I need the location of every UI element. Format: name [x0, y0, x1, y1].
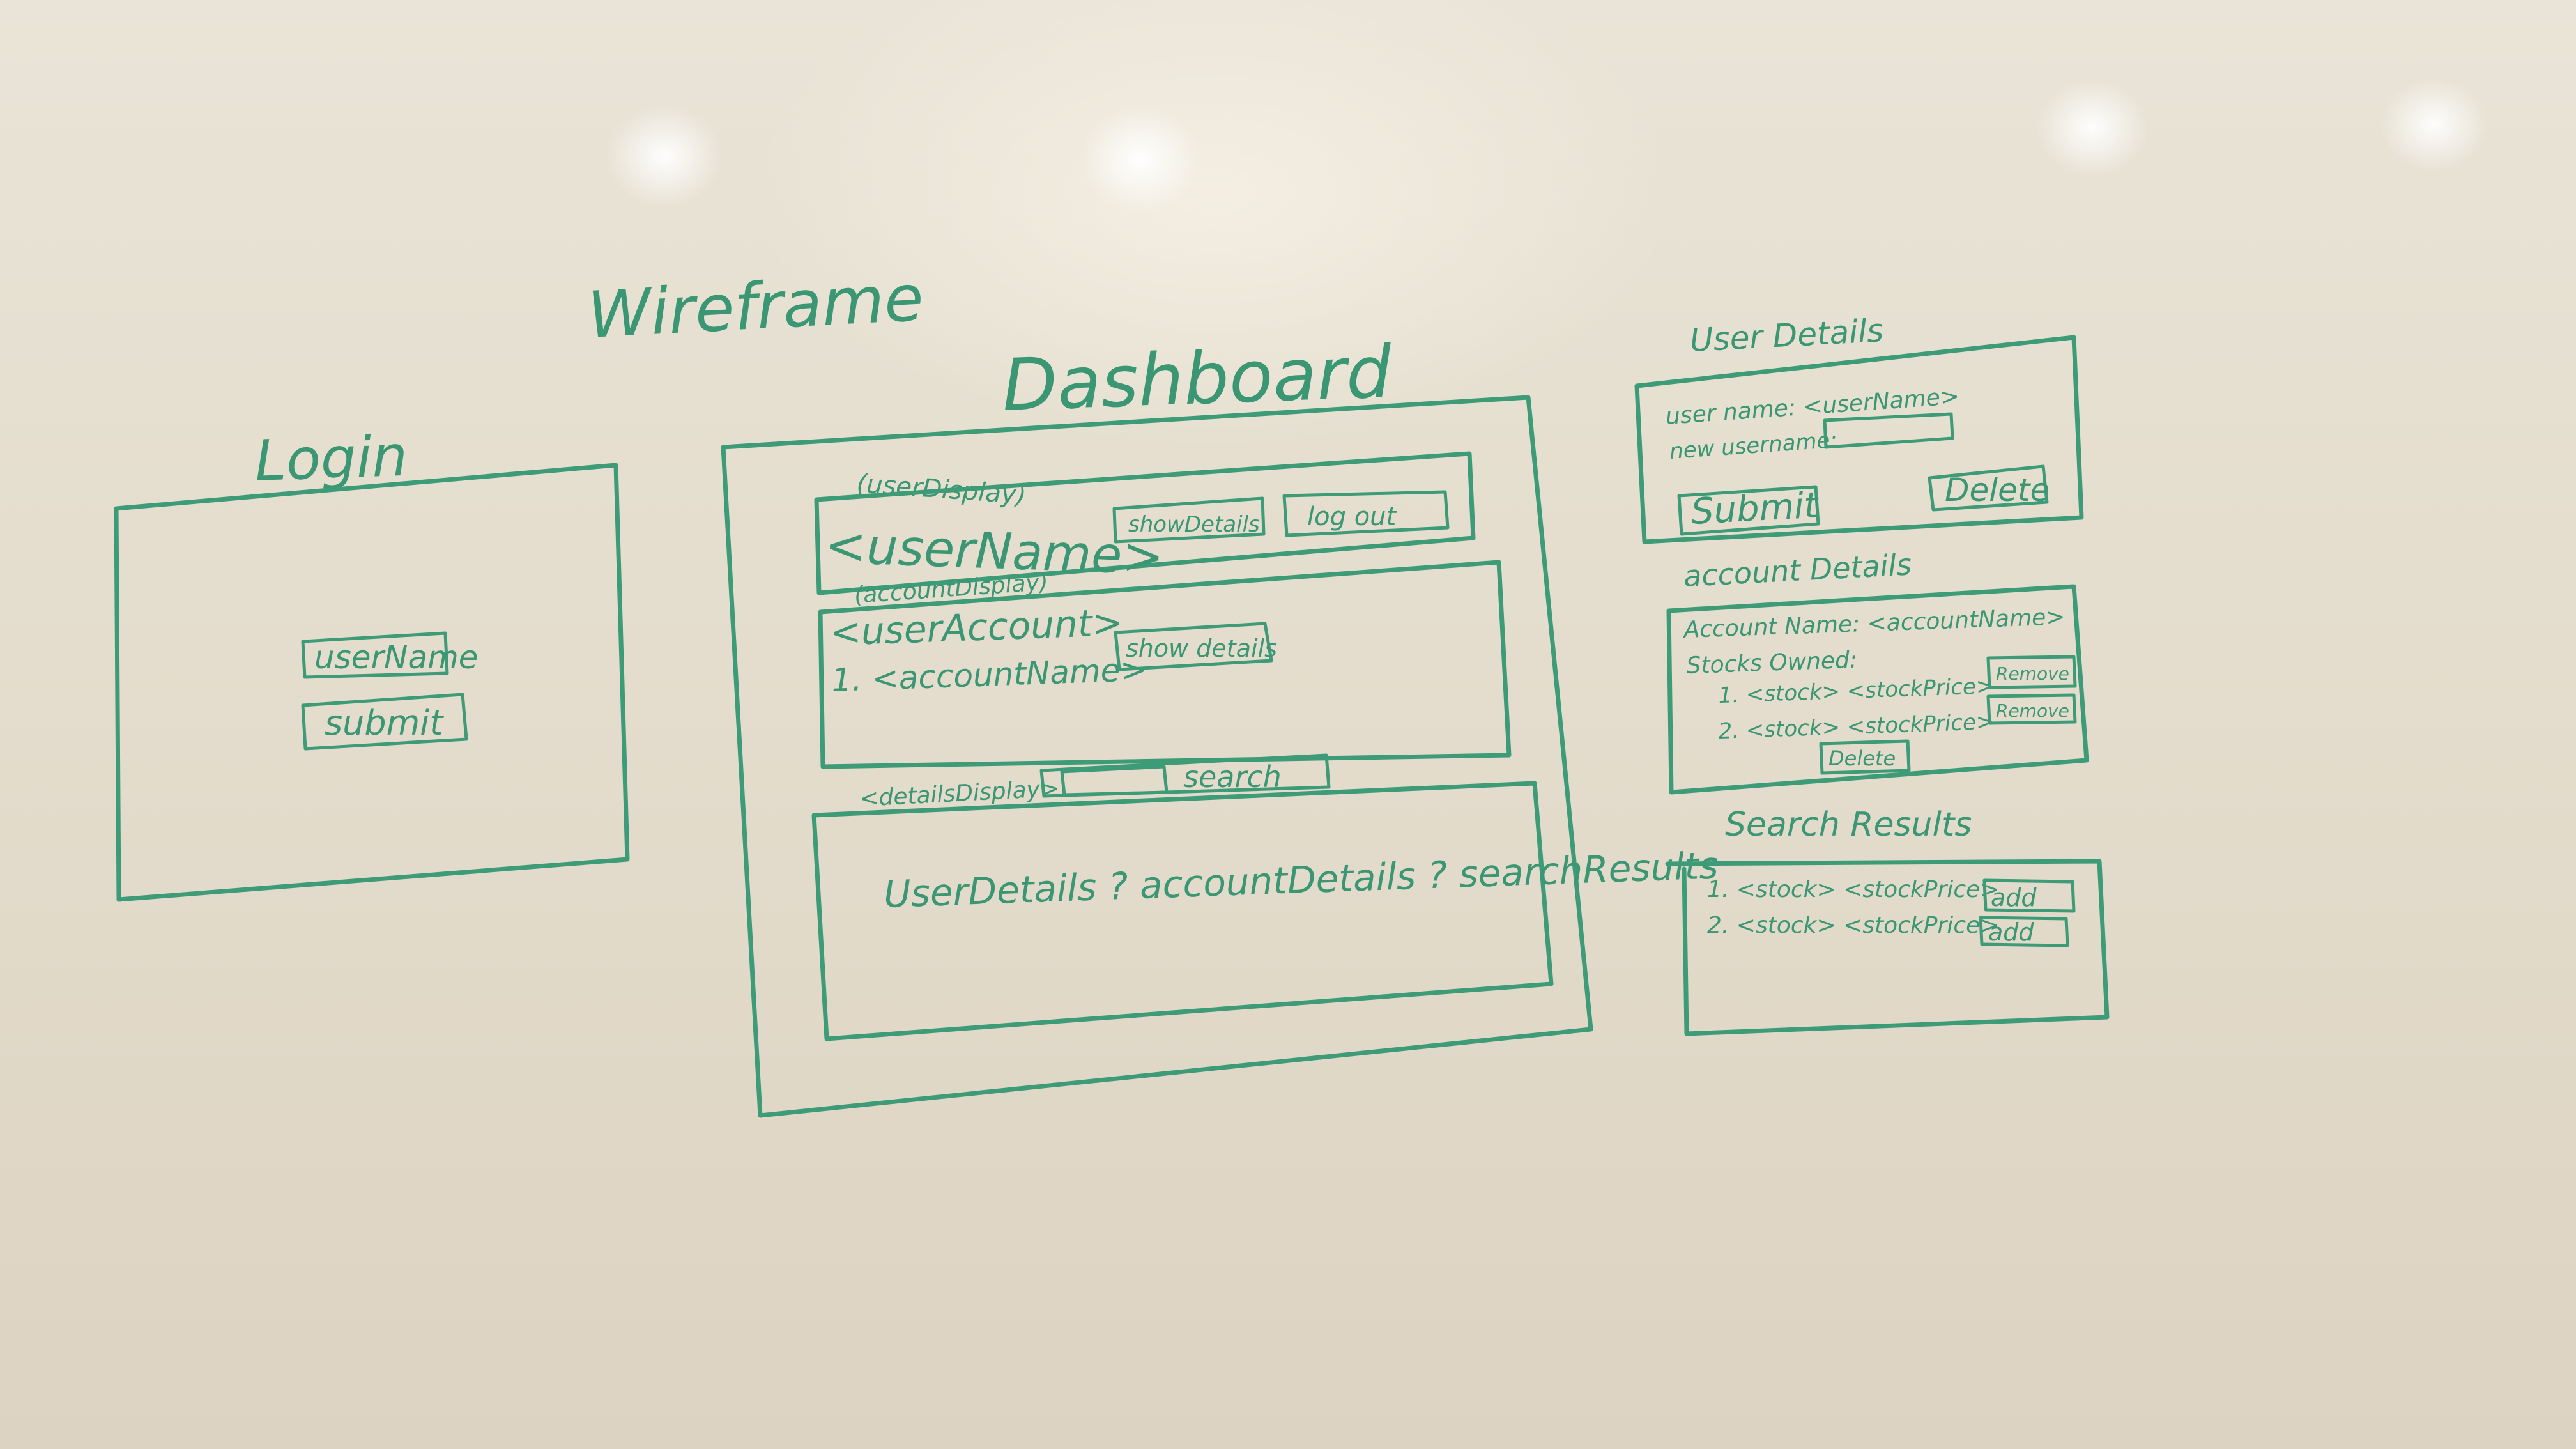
user-details-title: User Details — [1689, 312, 1885, 359]
remove-button-1-label: Remove — [1996, 663, 2069, 684]
user-show-details-label: showDetails — [1128, 512, 1260, 537]
user-show-details-button — [1112, 496, 1266, 544]
user-details-delete-button — [1928, 464, 2049, 512]
details-display-content: UserDetails ? accountDetails ? searchRes… — [883, 843, 1719, 916]
logout-button — [1282, 490, 1450, 537]
user-details-delete-label: Delete — [1945, 471, 2050, 509]
new-username-label: new username: — [1669, 427, 1838, 464]
account-name-line: Account Name: <accountName> — [1682, 604, 2066, 643]
search-button-label: search — [1183, 760, 1282, 794]
remove-button-2-label: Remove — [1996, 700, 2069, 721]
search-result-1: 1. <stock> <stockPrice> — [1707, 877, 1999, 903]
details-display-box — [811, 781, 1554, 1041]
username-box — [301, 631, 449, 679]
search-results-box — [1665, 859, 2110, 1036]
user-display-username: <userName> — [824, 517, 1165, 586]
account-details-box — [1666, 584, 2089, 795]
add-button-1 — [1982, 878, 2076, 913]
account-display-box — [818, 560, 1512, 769]
user-details-box — [1634, 335, 2084, 544]
search-input-inner — [1060, 765, 1169, 797]
user-details-submit-label: Submit — [1690, 485, 1820, 533]
wireframe-title: Wireframe — [586, 261, 925, 353]
stocks-owned-label: Stocks Owned: — [1686, 647, 1858, 679]
user-account-label: <userAccount> — [829, 601, 1124, 654]
account-details-title: account Details — [1683, 547, 1913, 594]
user-display-box — [814, 451, 1476, 595]
login-submit-label: submit — [325, 703, 444, 743]
remove-button-2 — [1986, 693, 2077, 725]
add-button-1-label: add — [1991, 884, 2037, 912]
search-result-2: 2. <stock> <stockPrice> — [1707, 912, 1999, 939]
login-title: Login — [254, 423, 408, 494]
new-username-input — [1823, 412, 1954, 449]
owned-stock-1: 1. <stock> <stockPrice> — [1718, 673, 1995, 709]
search-results-title: Search Results — [1725, 806, 1972, 844]
login-frame — [114, 463, 630, 902]
account-details-delete-button — [1819, 739, 1911, 775]
dashboard-frame — [721, 395, 1593, 1118]
dashboard-title: Dashboard — [1000, 331, 1393, 427]
account-show-details-label: show details — [1126, 634, 1277, 663]
account-show-details-button — [1114, 622, 1273, 671]
owned-stock-2: 2. <stock> <stockPrice> — [1718, 709, 1995, 744]
account-item-1: 1. <accountName> — [831, 651, 1147, 699]
add-button-2 — [1979, 916, 2069, 947]
account-details-delete-label: Delete — [1828, 746, 1896, 770]
search-input-box — [1039, 753, 1331, 798]
login-submit-box — [301, 693, 468, 751]
user-details-name-line: user name: <userName> — [1665, 383, 1960, 430]
user-details-submit-button — [1677, 485, 1820, 536]
username-box-label: userName — [314, 639, 479, 676]
remove-button-1 — [1986, 655, 2077, 689]
logout-label: log out — [1307, 502, 1397, 532]
add-button-2-label: add — [1988, 918, 2034, 946]
